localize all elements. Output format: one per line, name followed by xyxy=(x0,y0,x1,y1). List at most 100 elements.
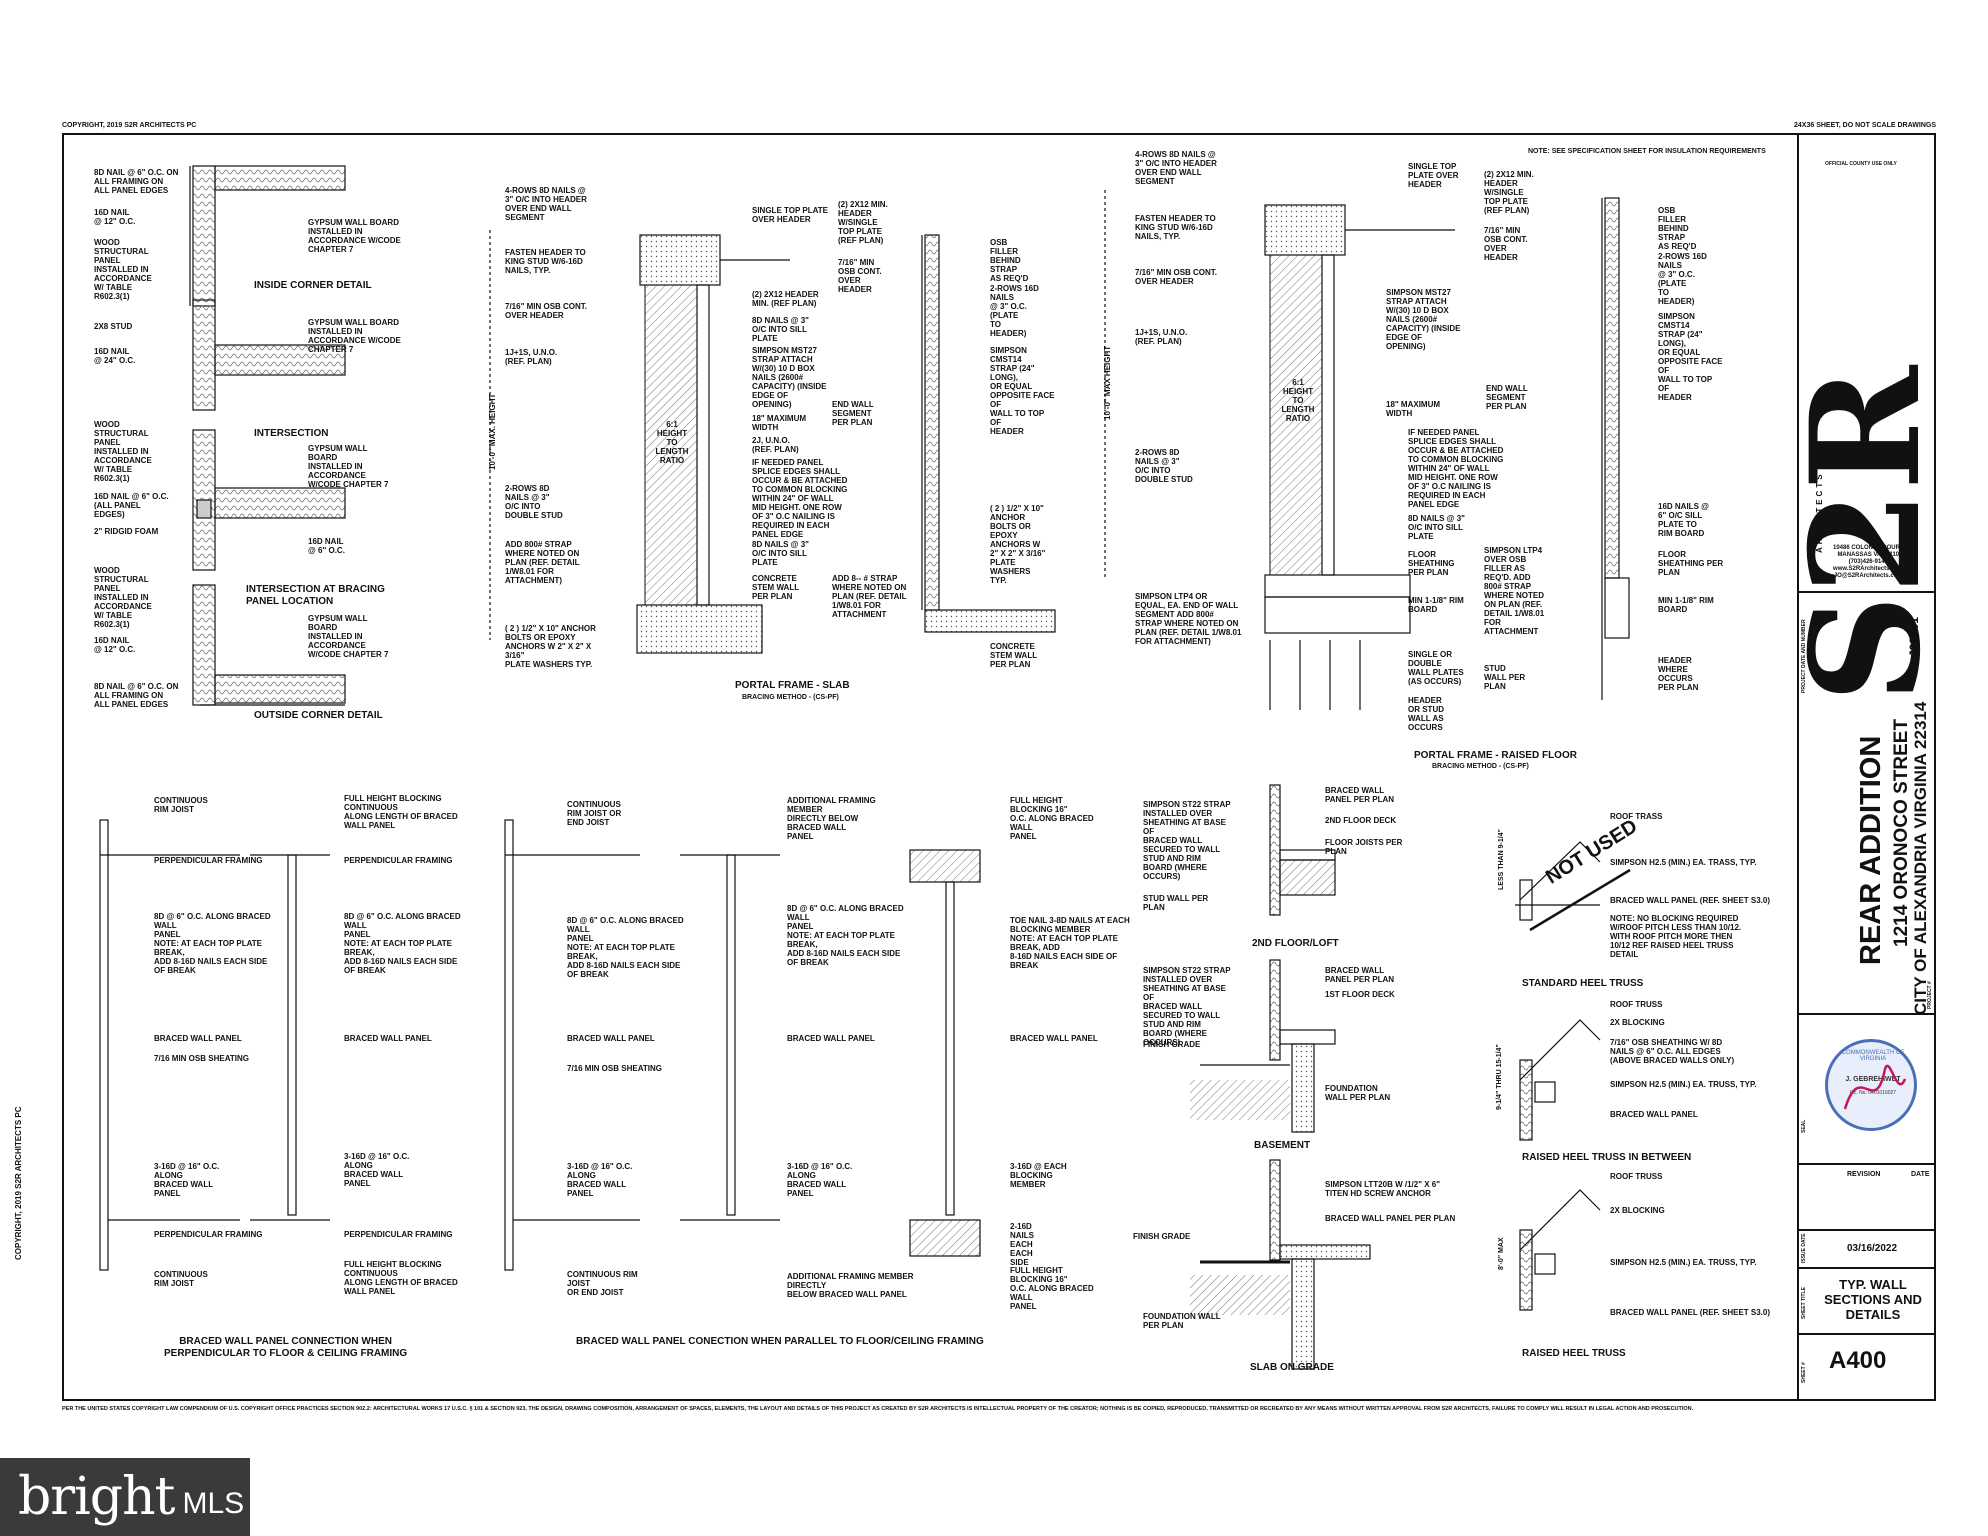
note-raised-18: 7/16" MIN OSB CONT. OVER HEADER xyxy=(1484,226,1528,262)
official-use-label: OFFICIAL COUNTY USE ONLY xyxy=(1825,161,1897,167)
note-slab-22: SIMPSON CMST14 STRAP (24" LONG), OR EQUA… xyxy=(990,346,1055,436)
note-raised-17: (2) 2x12 MIN. HEADER W/SINGLE TOP PLATE … xyxy=(1484,170,1534,215)
side-copyright: COPYRIGHT, 2019 S2R ARCHITECTS PC xyxy=(14,1106,23,1260)
tb-divider-project xyxy=(1799,591,1936,593)
firm-logo-sub: ARCHITECTS xyxy=(1815,471,1824,553)
note-raised-27: HEADER WHERE OCCURS PER PLAN xyxy=(1658,656,1699,692)
note-bwp-15: FULL HEIGHT BLOCKING CONTINUOUS ALONG LE… xyxy=(344,1260,458,1296)
title-inside-corner: INSIDE CORNER DETAIL xyxy=(254,280,372,291)
dim-truss-12: 9-1/4" THRU 15-1/4" xyxy=(1496,1044,1503,1110)
note-corner-16: 8d NAIL @ 6" O.C. ON ALL FRAMING ON ALL … xyxy=(94,682,179,709)
note-par-2: 8d @ 6" O.C. ALONG BRACED WALL PANEL NOT… xyxy=(567,916,684,979)
note-truss-15: SIMPSON H2.5 (MIN.) EA. TRUSS, TYP. xyxy=(1610,1258,1757,1267)
header-sheet-note: 24X36 SHEET, DO NOT SCALE DRAWINGS xyxy=(1794,122,1936,129)
note-slab-24: ADD 8-- # STRAP WHERE NOTED ON PLAN (REF… xyxy=(832,574,907,619)
note-slab-9: (2) 2x12 HEADER MIN. (REF PLAN) xyxy=(752,290,819,308)
note-loft-3: 2ND FLOOR DECK xyxy=(1325,816,1397,825)
title-portal-raised: PORTAL FRAME - RAISED FLOOR xyxy=(1414,750,1577,761)
note-base-2: BRACED WALL PANEL PER PLAN xyxy=(1325,966,1395,984)
note-raised-4: 1J+1S, U.N.O. (REF. PLAN) xyxy=(1135,328,1188,346)
note-raised-16: END WALL SEGMENT PER PLAN xyxy=(1486,384,1528,411)
note-bwp-5: 7/16 MIN OSB SHEATING xyxy=(154,1054,249,1063)
note-slab-4: 1J+1S, U.N.O. (REF. PLAN) xyxy=(505,348,558,366)
firm-address: 10486 COLONEL COURT MANASSAS VA 20110 (7… xyxy=(1833,545,1904,579)
note-par-1: CONTINUOUS RIM JOIST OR END JOIST xyxy=(567,800,622,827)
note-truss-4: NOTE: NO BLOCKING REQUIRED W/ROOF PITCH … xyxy=(1610,914,1742,959)
note-bwp-1: CONTINUOUS RIM JOIST xyxy=(154,796,208,814)
note-raised-19: OSB FILLER BEHIND STRAP AS REQ'D xyxy=(1658,206,1697,251)
note-raised-24: MIN 1-1/8" RIM BOARD xyxy=(1658,596,1714,614)
note-bwp-3: 8d @ 6" O.C. ALONG BRACED WALL PANEL NOT… xyxy=(154,912,271,975)
note-slab-25: CONCRETE STEM WALL PER PLAN xyxy=(990,642,1038,669)
note-corner-15: GYPSUM WALL BOARD INSTALLED IN ACCORDANC… xyxy=(308,614,389,659)
note-corner-8: WOOD STRUCTURAL PANEL INSTALLED IN ACCOR… xyxy=(94,420,152,483)
note-loft-5: STUD WALL PER PLAN xyxy=(1143,894,1209,912)
note-par-3: BRACED WALL PANEL xyxy=(567,1034,655,1043)
note-truss-3: BRACED WALL PANEL (REF. SHEET S3.0) xyxy=(1610,896,1771,905)
note-truss-7: ROOF TRUSS xyxy=(1610,1000,1663,1009)
project-number: J22001 xyxy=(1907,616,1921,657)
note-bwp-4: BRACED WALL PANEL xyxy=(154,1034,242,1043)
tb-divider-sheet-title xyxy=(1799,1267,1936,1269)
note-raised-3: 7/16" MIN OSB CONT. OVER HEADER xyxy=(1135,268,1218,286)
note-truss-14: 2x BLOCKING xyxy=(1610,1206,1665,1215)
note-raised-10: IF NEEDED PANEL SPLICE EDGES SHALL OCCUR… xyxy=(1408,428,1504,509)
title-slab-on-grade: SLAB ON GRADE xyxy=(1250,1362,1334,1373)
note-corner-1: 8d NAIL @ 6" O.C. ON ALL FRAMING ON ALL … xyxy=(94,168,179,195)
footer-legal: PER THE UNITED STATES COPYRIGHT LAW COMP… xyxy=(62,1406,1694,1412)
note-truss-10: SIMPSON H2.5 (MIN.) EA. TRUSS, TYP. xyxy=(1610,1080,1757,1089)
dim-max-height: 10'-0" MAX. HEIGHT xyxy=(488,393,497,470)
subtitle-portal-raised: BRACING METHOD - (CS-PF) xyxy=(1432,763,1529,770)
title-standard-heel-truss: STANDARD HEEL TRUSS xyxy=(1522,978,1644,989)
note-par-10: 3-16d @ 16" O.C. ALONG BRACED WALL PANEL xyxy=(787,1162,853,1198)
note-slab-8: SINGLE TOP PLATE OVER HEADER xyxy=(752,206,829,224)
note-raised-15: HEADER OR STUD WALL AS OCCURS xyxy=(1408,696,1444,732)
note-corner-10: 2" RIDGID FOAM xyxy=(94,527,159,536)
note-par-17: FULL HEIGHT BLOCKING 16" O.C. ALONG BRAC… xyxy=(1010,1266,1094,1311)
note-bwp-11: 8d @ 6" O.C. ALONG BRACED WALL PANEL NOT… xyxy=(344,912,461,975)
note-par-8: 8d @ 6" O.C. ALONG BRACED WALL PANEL NOT… xyxy=(787,904,904,967)
note-bwp-7: PERPENDICULAR FRAMING xyxy=(154,1230,263,1239)
note-slab-7: ( 2 ) 1/2" X 10" ANCHOR BOLTS OR EPOXY A… xyxy=(505,624,596,669)
title-bwp-perpendicular: BRACED WALL PANEL CONNECTION WHEN PERPEN… xyxy=(164,1336,408,1359)
note-par-7: ADDITIONAL FRAMING MEMBER DIRECTLY BELOW… xyxy=(787,796,876,841)
note-corner-13: WOOD STRUCTURAL PANEL INSTALLED IN ACCOR… xyxy=(94,566,152,629)
note-raised-26: STUD WALL PER PLAN xyxy=(1484,664,1526,691)
dim-truss-17: 8'-0" MAX xyxy=(1498,1237,1505,1270)
tb-divider-issue xyxy=(1799,1229,1936,1231)
note-slab-19: 7/16" MIN OSB CONT. OVER HEADER xyxy=(838,258,882,294)
note-raised-9: 18" MAXIMUM WIDTH xyxy=(1386,400,1441,418)
note-raised-23: FLOOR SHEATHING PER PLAN xyxy=(1658,550,1724,577)
note-truss-8: 2x BLOCKING xyxy=(1610,1018,1665,1027)
note-raised-1: 4-ROWS 8d NAILS @ 3" O/C INTO HEADER OVE… xyxy=(1135,150,1217,186)
note-corner-12: 16d NAIL @ 6" O.C. xyxy=(308,537,345,555)
professional-seal: COMMONWEALTH OF VIRGINIA J. GEBREHIWET L… xyxy=(1825,1039,1917,1131)
title-basement: BASEMENT xyxy=(1254,1140,1311,1151)
tb-divider-sheet-no xyxy=(1799,1333,1936,1335)
note-raised-13: MIN 1-1/8" RIM BOARD xyxy=(1408,596,1464,614)
note-truss-13: ROOF TRUSS xyxy=(1610,1172,1663,1181)
note-raised-7: SINGLE TOP PLATE OVER HEADER xyxy=(1408,162,1459,189)
sheet-title-label: SHEET TITLE xyxy=(1801,1287,1807,1319)
note-bwp-2: PERPENDICULAR FRAMING xyxy=(154,856,263,865)
note-par-9: BRACED WALL PANEL xyxy=(787,1034,875,1043)
note-loft-2: BRACED WALL PANEL PER PLAN xyxy=(1325,786,1395,804)
drawing-sheet xyxy=(62,133,1936,1401)
note-slab-1: 4-ROWS 8d NAILS @ 3" O/C INTO HEADER OVE… xyxy=(505,186,587,222)
project-date-label: PROJECT DATE AND NUMBER xyxy=(1801,619,1807,693)
note-bwp-9: FULL HEIGHT BLOCKING CONTINUOUS ALONG LE… xyxy=(344,794,458,830)
note-ratio: 6:1 HEIGHT TO LENGTH RATIO xyxy=(655,420,689,465)
header-copyright: COPYRIGHT, 2019 S2R ARCHITECTS PC xyxy=(62,122,197,129)
note-raised-21: SIMPSON CMST14 STRAP (24" LONG), OR EQUA… xyxy=(1658,312,1723,402)
dim-max-height-2: 10'-0" MAX HEIGHT xyxy=(1103,345,1112,420)
note-slab-5: 2-ROWS 8d NAILS @ 3" O/C INTO DOUBLE STU… xyxy=(505,484,563,520)
watermark-brand: bright xyxy=(18,1467,175,1527)
note-base-5: FOUNDATION WALL PER PLAN xyxy=(1325,1084,1391,1102)
title-outside-corner: OUTSIDE CORNER DETAIL xyxy=(254,710,383,721)
note-par-11: ADDITIONAL FRAMING MEMBER DIRECTLY BELOW… xyxy=(787,1272,914,1299)
seal-text: COMMONWEALTH OF VIRGINIA xyxy=(1841,1050,1905,1062)
note-par-16: 2-16d NAILS EACH EACH SIDE xyxy=(1010,1222,1034,1267)
note-slab-20: OSB FILLER BEHIND STRAP AS REQ'D xyxy=(990,238,1029,283)
note-par-13: TOE NAIL 3-8d NAILS AT EACH BLOCKING MEM… xyxy=(1010,916,1130,970)
title-bwp-parallel: BRACED WALL PANEL CONECTION WHEN PARALLE… xyxy=(576,1336,984,1347)
